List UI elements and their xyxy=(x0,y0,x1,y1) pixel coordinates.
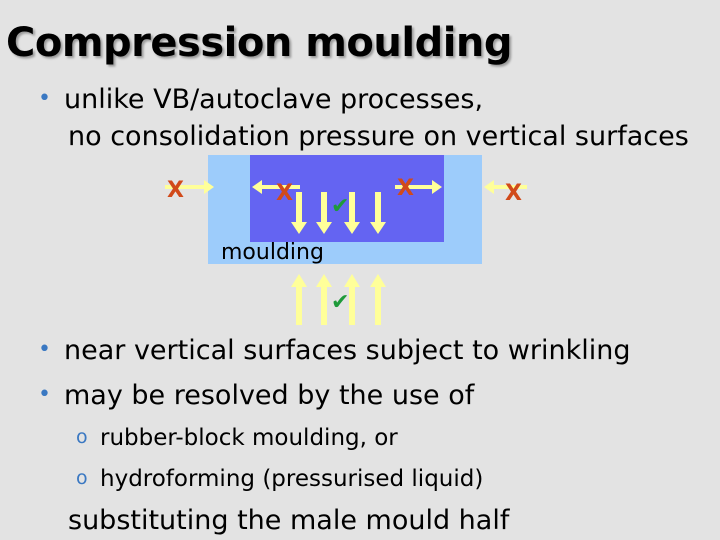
bullet-2: • near vertical surfaces subject to wrink… xyxy=(38,335,630,366)
slide-title: Compression moulding xyxy=(6,20,513,66)
down-arrows xyxy=(291,192,386,234)
cross-mark-3: X xyxy=(397,176,414,201)
bullet-2-text: near vertical surfaces subject to wrinkl… xyxy=(64,335,631,366)
bullet-dot-icon: • xyxy=(38,86,51,111)
bullet-3-text: may be resolved by the use of xyxy=(64,380,475,411)
trailing-line: substituting the male mould half xyxy=(68,505,510,536)
mould-inner xyxy=(250,155,444,242)
moulding-label: moulding xyxy=(221,240,324,265)
check-mark-top: ✔ xyxy=(331,194,349,219)
sub-bullet-circle-icon: o xyxy=(76,467,88,489)
cross-mark-4: X xyxy=(505,181,522,206)
horizontal-arrows xyxy=(165,180,527,194)
cross-mark-2: X xyxy=(276,181,293,206)
bullet-1: • unlike VB/autoclave processes, xyxy=(38,84,483,115)
bullet-1-text: unlike VB/autoclave processes, xyxy=(64,84,484,115)
bullet-3: • may be resolved by the use of xyxy=(38,380,474,411)
sub-bullet-2: o hydroforming (pressurised liquid) xyxy=(76,466,483,492)
sub-bullet-circle-icon: o xyxy=(76,426,88,448)
bullet-dot-icon: • xyxy=(38,337,51,362)
cross-mark-1: X xyxy=(167,178,184,203)
up-arrows xyxy=(291,274,386,325)
sub-bullet-1-text: rubber-block moulding, or xyxy=(100,425,398,451)
bullet-dot-icon: • xyxy=(38,382,51,407)
sub-bullet-1: o rubber-block moulding, or xyxy=(76,425,398,451)
check-mark-bottom: ✔ xyxy=(331,290,349,315)
bullet-1-continuation: no consolidation pressure on vertical su… xyxy=(68,121,689,152)
sub-bullet-2-text: hydroforming (pressurised liquid) xyxy=(100,466,484,492)
